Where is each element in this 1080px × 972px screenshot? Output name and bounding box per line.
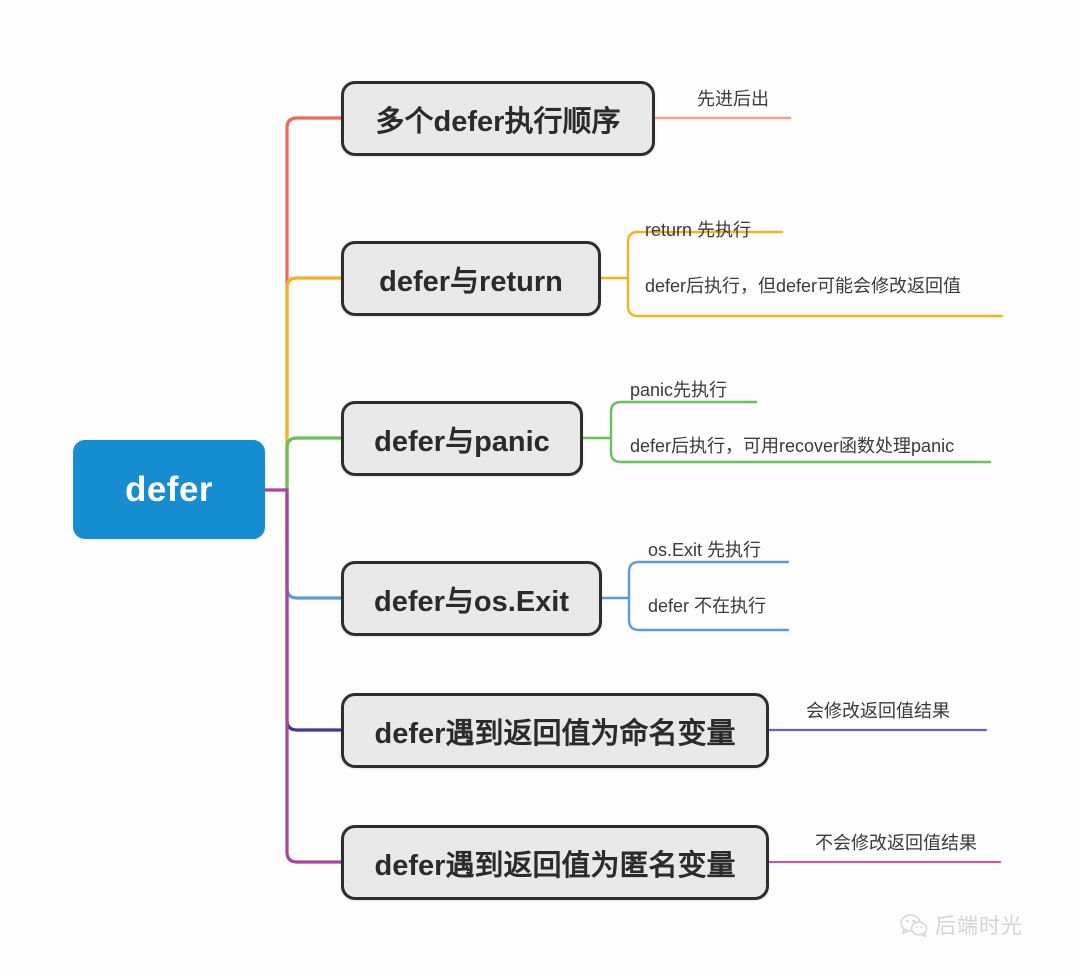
branch-node-5-label: defer遇到返回值为命名变量	[374, 717, 736, 750]
leaf-1-1: 先进后出	[697, 85, 769, 111]
leaf-3-1-label: panic先执行	[630, 380, 728, 400]
branch-node-2[interactable]: defer与return	[341, 241, 601, 316]
watermark-label: 后端时光	[935, 915, 1023, 938]
branch-node-1[interactable]: 多个defer执行顺序	[341, 81, 655, 156]
branch-node-4[interactable]: defer与os.Exit	[341, 561, 602, 636]
leaf-6-1-label: 不会修改返回值结果	[815, 833, 977, 853]
branch-node-6-label: defer遇到返回值为匿名变量	[374, 849, 736, 882]
root-node[interactable]: defer	[73, 440, 265, 539]
leaf-5-1-label: 会修改返回值结果	[806, 701, 950, 721]
branch-node-2-label: defer与return	[379, 265, 563, 298]
leaf-4-2: defer 不在执行	[648, 592, 766, 618]
branch-node-5[interactable]: defer遇到返回值为命名变量	[341, 693, 769, 768]
leaf-2-2: defer后执行，但defer可能会修改返回值	[645, 272, 961, 298]
wechat-icon	[900, 913, 928, 937]
root-node-label: defer	[124, 469, 214, 509]
branch-node-6[interactable]: defer遇到返回值为匿名变量	[341, 825, 769, 900]
leaf-4-1-label: os.Exit 先执行	[648, 540, 762, 560]
leaf-6-1: 不会修改返回值结果	[815, 829, 977, 855]
branch-node-3-label: defer与panic	[374, 425, 550, 458]
leaf-3-2: defer后执行，可用recover函数处理panic	[630, 432, 954, 458]
leaf-4-2-label: defer 不在执行	[648, 596, 767, 616]
leaf-2-1-label: return 先执行	[645, 220, 752, 240]
leaf-4-1: os.Exit 先执行	[648, 536, 761, 562]
branch-node-4-label: defer与os.Exit	[374, 585, 569, 618]
branch-node-1-label: 多个defer执行顺序	[375, 105, 621, 138]
watermark: 后端时光	[900, 910, 1023, 940]
leaf-2-1: return 先执行	[645, 216, 751, 242]
leaf-3-1: panic先执行	[630, 376, 727, 402]
branch-node-3[interactable]: defer与panic	[341, 401, 583, 476]
leaf-5-1: 会修改返回值结果	[806, 697, 950, 723]
leaf-2-2-label: defer后执行，但defer可能会修改返回值	[645, 276, 962, 296]
leaf-1-1-label: 先进后出	[697, 89, 769, 109]
leaf-3-2-label: defer后执行，可用recover函数处理panic	[630, 436, 955, 456]
